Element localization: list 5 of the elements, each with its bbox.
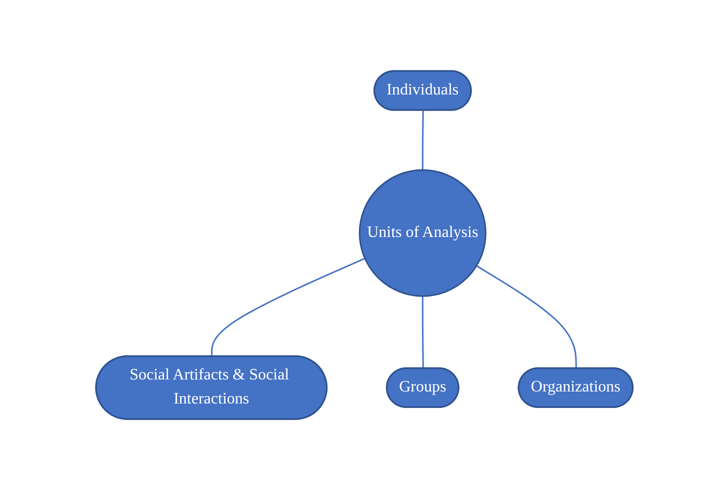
node-circle: Units of Analysis (358, 170, 486, 298)
connector (476, 266, 577, 370)
connector (210, 258, 365, 358)
connector (422, 110, 424, 170)
connector (422, 296, 424, 370)
